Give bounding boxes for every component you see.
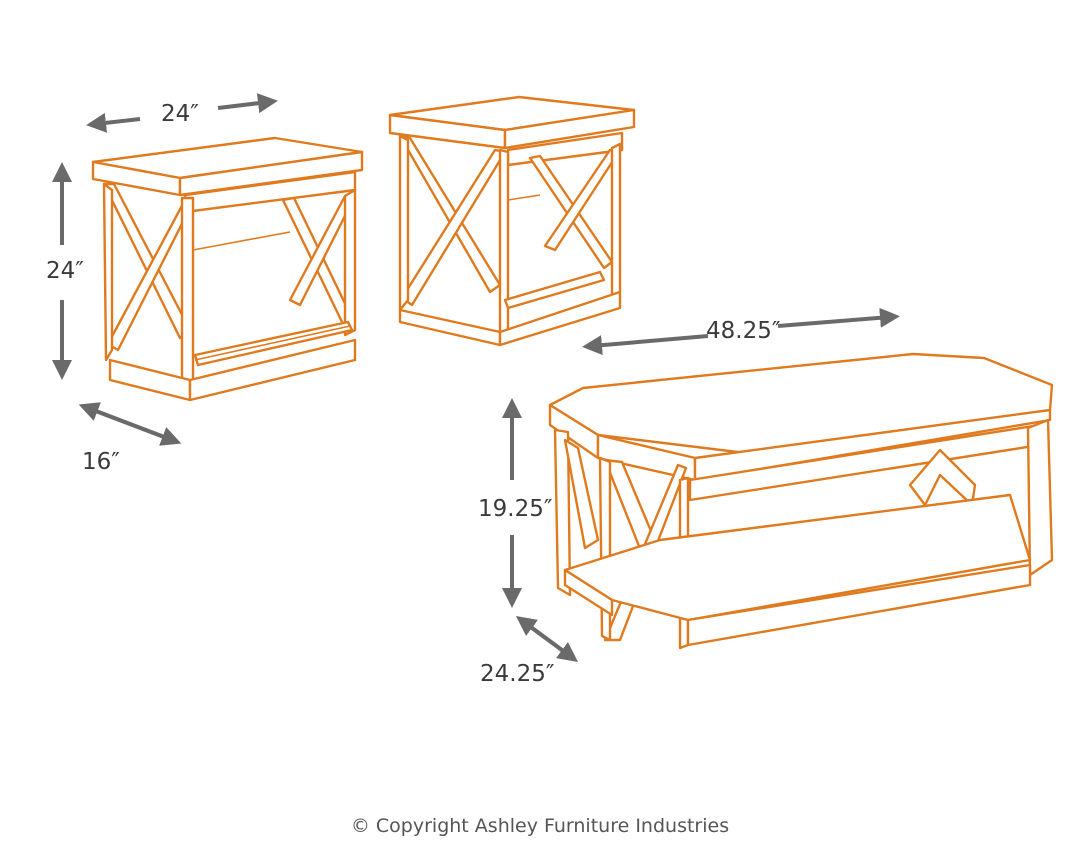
end-table-height-label: 24″ [46,258,84,284]
end-table-width-label: 24″ [161,101,199,127]
cocktail-table-height-label: 19.25″ [478,496,553,522]
dimension-arrows [52,93,900,662]
cocktail-table-width-label: 48.25″ [706,318,781,344]
cocktail-table-drawing [548,352,1054,650]
cocktail-table-depth-label: 24.25″ [480,661,555,687]
end-table-depth-label: 16″ [82,449,120,475]
end-table-left-drawing [91,136,364,402]
end-table-right-drawing [388,95,636,347]
copyright-notice: © Copyright Ashley Furniture Industries [350,815,730,837]
